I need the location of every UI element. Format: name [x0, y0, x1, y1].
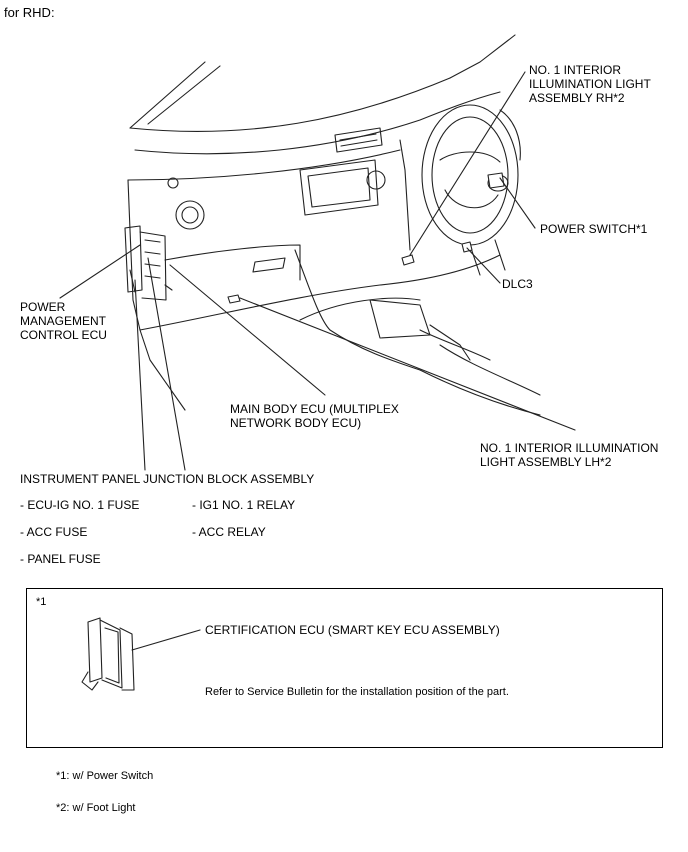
- label-main-body-ecu: MAIN BODY ECU (MULTIPLEX NETWORK BODY EC…: [230, 402, 399, 430]
- junction-item: - IG1 NO. 1 RELAY: [192, 498, 296, 512]
- label-power-management-ecu: POWER MANAGEMENT CONTROL ECU: [20, 300, 107, 342]
- page-header: for RHD:: [4, 5, 55, 20]
- certification-ecu-drawing: [81, 617, 201, 691]
- junction-item: - ACC FUSE: [20, 525, 88, 539]
- junction-item: - PANEL FUSE: [20, 552, 101, 566]
- label-power-switch: POWER SWITCH*1: [540, 222, 648, 236]
- junction-item: - ECU-IG NO. 1 FUSE: [20, 498, 140, 512]
- inset-note: Refer to Service Bulletin for the instal…: [205, 686, 509, 698]
- inset-box: [26, 588, 663, 748]
- junction-item: - ACC RELAY: [192, 525, 266, 539]
- label-certification-ecu: CERTIFICATION ECU (SMART KEY ECU ASSEMBL…: [205, 623, 500, 637]
- label-junction-block: INSTRUMENT PANEL JUNCTION BLOCK ASSEMBLY: [20, 472, 315, 486]
- label-dlc3: DLC3: [502, 277, 533, 291]
- inset-tag: *1: [36, 596, 47, 608]
- label-interior-light-lh: NO. 1 INTERIOR ILLUMINATION LIGHT ASSEMB…: [480, 441, 659, 469]
- label-interior-light-rh: NO. 1 INTERIOR ILLUMINATION LIGHT ASSEMB…: [529, 63, 651, 105]
- footnote: *2: w/ Foot Light: [56, 802, 136, 814]
- footnote: *1: w/ Power Switch: [56, 770, 154, 782]
